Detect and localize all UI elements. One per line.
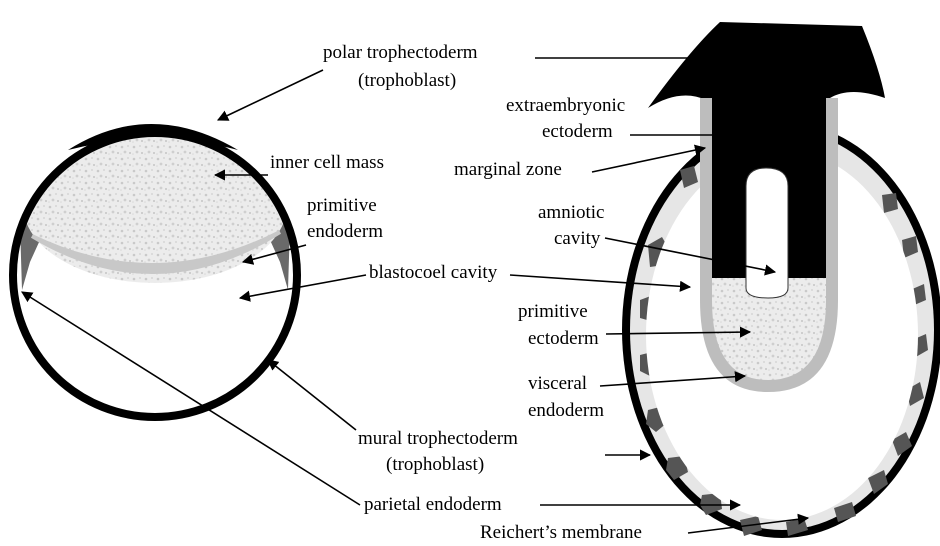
- arrow-polar-left: [218, 70, 323, 120]
- label-extraembryonic-1: extraembryonic: [506, 95, 625, 116]
- label-amniotic-2: cavity: [554, 228, 601, 249]
- label-primitive-ectoderm-2: ectoderm: [528, 328, 599, 349]
- amniotic-cavity-shape: [746, 168, 788, 298]
- label-extraembryonic-2: ectoderm: [542, 121, 613, 142]
- label-visceral-endoderm-1: visceral: [528, 373, 587, 394]
- arrow-parietal-left: [22, 292, 360, 505]
- label-primitive-ectoderm-1: primitive: [518, 301, 588, 322]
- label-blastocoel-cavity: blastocoel cavity: [369, 262, 498, 283]
- egg-cylinder: [622, 22, 940, 538]
- inner-cell-mass-shape: [23, 127, 287, 283]
- labels: polar trophectoderm (trophoblast) inner …: [270, 42, 642, 543]
- label-parietal-endoderm: parietal endoderm: [364, 494, 502, 515]
- label-reicherts-membrane: Reichert’s membrane: [480, 522, 642, 543]
- label-inner-cell-mass: inner cell mass: [270, 152, 384, 173]
- label-amniotic-1: amniotic: [538, 202, 604, 223]
- arrow-mural-left: [268, 360, 356, 430]
- label-primitive-endoderm-2: endoderm: [307, 221, 383, 242]
- label-polar-trophectoderm: polar trophectoderm: [323, 42, 478, 63]
- blastocyst: [13, 124, 297, 417]
- label-visceral-endoderm-2: endoderm: [528, 400, 604, 421]
- label-marginal-zone: marginal zone: [454, 159, 562, 180]
- arrow-blastocoel-left: [240, 275, 366, 298]
- label-primitive-endoderm-1: primitive: [307, 195, 377, 216]
- label-mural-trophectoderm: mural trophectoderm: [358, 428, 518, 449]
- label-polar-trophoblast: (trophoblast): [358, 70, 456, 91]
- label-mural-trophoblast: (trophoblast): [386, 454, 484, 475]
